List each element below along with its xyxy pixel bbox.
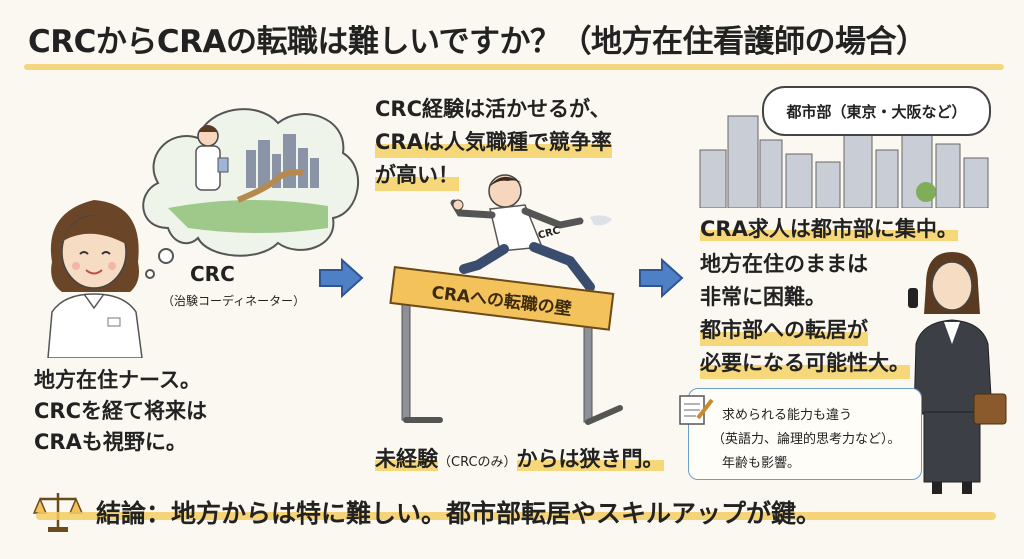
arrow-right-icon	[639, 258, 684, 298]
note-line3: 年齢も影響。	[722, 456, 801, 471]
right-text-line4: 都市部への転居が	[700, 315, 868, 346]
jumping-man-illustration	[450, 174, 612, 292]
city-speech-bubble: 都市部（東京・大阪など）	[762, 86, 991, 136]
conclusion-underline	[36, 512, 996, 520]
memo-pencil-icon	[679, 395, 714, 425]
right-text-line1: CRA求人は都市部に集中。	[700, 214, 958, 245]
right-line1-text: CRA求人は都市部に集中。	[700, 217, 958, 241]
note-line2: （英語力、論理的思考力など）。	[712, 432, 901, 447]
middle-text-line1: CRC経験は活かせるが、	[375, 97, 611, 121]
title-underline	[24, 64, 1004, 70]
middle-text-line3: が高い！	[375, 160, 459, 191]
middle-bottom-rest: からは狭き門。	[516, 447, 664, 471]
nurse-illustration	[47, 200, 143, 358]
note-box	[688, 388, 922, 480]
middle-bottom-small: （CRCのみ）	[438, 455, 517, 470]
middle-text-line2: CRAは人気職種で競争率	[375, 127, 612, 158]
left-text-line1: 地方在住ナース。	[34, 368, 201, 392]
left-text-line3: CRAも視野に。	[34, 430, 187, 454]
right-text-line2: 地方在住のままは	[700, 252, 868, 276]
thought-label: CRC	[190, 262, 235, 286]
note-line1: 求められる能力も違う	[722, 408, 853, 423]
thought-sublabel: （治験コーディネーター）	[162, 294, 306, 308]
city-skyline-illustration	[699, 115, 989, 208]
arrow-right-icon	[319, 258, 364, 298]
page-title: CRCからCRAの転職は難しいですか？（地方在住看護師の場合）	[28, 24, 927, 60]
scales-icon	[32, 493, 84, 532]
businesswoman-illustration	[908, 252, 1007, 494]
right-text-line3: 非常に困難。	[700, 285, 826, 309]
middle-bottom-main: 未経験	[375, 447, 438, 471]
conclusion-text: 結論：地方からは特に難しい。都市部転居やスキルアップが鍵。	[96, 499, 822, 528]
right-text-line5: 必要になる可能性大。	[700, 348, 910, 379]
left-text-line2: CRCを経て将来は	[34, 399, 207, 423]
thought-bubble	[142, 108, 359, 279]
middle-bottom-text: 未経験（CRCのみ）からは狭き門。	[375, 444, 664, 475]
